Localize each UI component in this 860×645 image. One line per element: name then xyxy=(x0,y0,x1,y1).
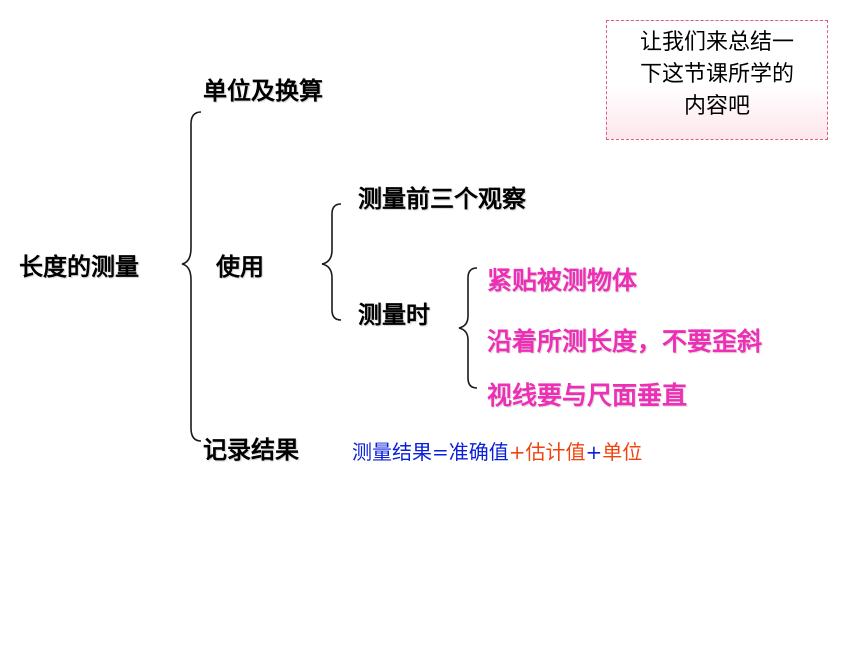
branch-use-label: 使用 xyxy=(216,253,264,281)
root-brace xyxy=(181,111,202,442)
during-step-label: 视线要与尺面垂直 xyxy=(487,381,688,410)
formula-part: 估计值 xyxy=(525,440,586,464)
note-line: 下这节课所学的 xyxy=(639,62,794,87)
during-step-label: 沿着所测长度，不要歪斜 xyxy=(487,327,763,356)
formula-part: 单位 xyxy=(602,440,643,464)
root-node-label: 长度的测量 xyxy=(19,253,139,281)
branch-record-label: 记录结果 xyxy=(203,436,299,464)
use-brace xyxy=(321,203,342,321)
during-step-label: 紧贴被测物体 xyxy=(487,266,638,295)
record-formula: 测量结果=准确值+估计值+单位 xyxy=(352,436,642,465)
summary-note-box: 让我们来总结一 下这节课所学的 内容吧 xyxy=(606,20,828,140)
during-brace xyxy=(458,267,478,389)
formula-part: 测量结果=准确值 xyxy=(352,440,509,464)
formula-plus: + xyxy=(508,440,526,464)
use-during-label: 测量时 xyxy=(358,301,430,329)
note-line: 内容吧 xyxy=(683,94,750,119)
branch-unit-label: 单位及换算 xyxy=(203,77,323,105)
note-line: 让我们来总结一 xyxy=(639,30,794,55)
use-before-label: 测量前三个观察 xyxy=(358,185,526,213)
formula-plus: + xyxy=(585,440,603,464)
